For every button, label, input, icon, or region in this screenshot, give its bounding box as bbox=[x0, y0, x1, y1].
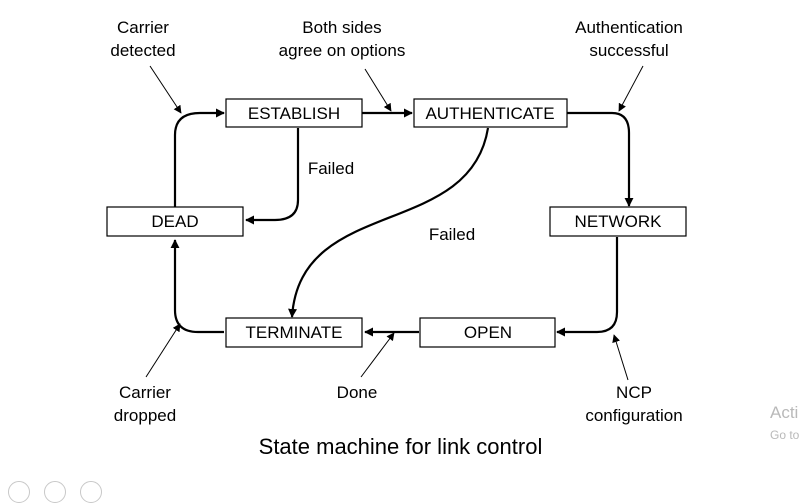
transition-establish-failed-to-dead bbox=[245, 128, 300, 225]
dock-button-2[interactable] bbox=[44, 481, 66, 503]
annotation-done: Done bbox=[337, 383, 378, 402]
dock-button-1[interactable] bbox=[8, 481, 30, 503]
state-terminate: TERMINATE bbox=[225, 317, 363, 348]
annotation-ncp-configuration: NCP configuration bbox=[585, 383, 682, 425]
annotation-carrier-dropped: Carrier dropped bbox=[114, 383, 176, 425]
annotation-auth-successful: Authentication successful bbox=[575, 18, 683, 60]
annotation-both-sides-agree: Both sides agree on options bbox=[279, 18, 406, 60]
svg-text:detected: detected bbox=[110, 41, 175, 60]
transition-dead-to-establish bbox=[173, 108, 225, 208]
annotation-failed-authenticate: Failed bbox=[429, 225, 475, 244]
svg-text:agree on options: agree on options bbox=[279, 41, 406, 60]
transition-terminate-to-dead bbox=[170, 239, 224, 334]
annotation-pointers bbox=[145, 65, 644, 381]
svg-text:Carrier: Carrier bbox=[119, 383, 171, 402]
annotation-carrier-detected: Carrier detected bbox=[110, 18, 175, 60]
state-open: OPEN bbox=[419, 317, 556, 348]
transition-authenticate-failed-to-terminate bbox=[288, 127, 490, 318]
pointer-both-sides-agree bbox=[364, 68, 392, 112]
svg-text:OPEN: OPEN bbox=[464, 323, 512, 342]
state-network: NETWORK bbox=[549, 206, 687, 237]
svg-text:Both sides: Both sides bbox=[302, 18, 381, 37]
state-dead: DEAD bbox=[106, 206, 244, 237]
dock-button-3[interactable] bbox=[80, 481, 102, 503]
svg-text:ESTABLISH: ESTABLISH bbox=[248, 104, 340, 123]
transition-authenticate-to-network bbox=[567, 111, 634, 207]
transition-network-to-open bbox=[556, 237, 619, 337]
pointer-carrier-detected bbox=[149, 65, 182, 114]
link-control-state-diagram: ESTABLISH AUTHENTICATE DEAD NETWORK TERM… bbox=[106, 18, 687, 425]
svg-text:NETWORK: NETWORK bbox=[575, 212, 663, 231]
transitions bbox=[170, 108, 634, 337]
svg-text:DEAD: DEAD bbox=[151, 212, 198, 231]
state-establish: ESTABLISH bbox=[225, 98, 363, 128]
pointer-ncp-configuration bbox=[612, 334, 629, 381]
state-authenticate: AUTHENTICATE bbox=[413, 98, 568, 128]
svg-text:AUTHENTICATE: AUTHENTICATE bbox=[425, 104, 554, 123]
diagram-caption: State machine for link control bbox=[258, 434, 543, 459]
svg-text:Carrier: Carrier bbox=[117, 18, 169, 37]
annotation-failed-establish: Failed bbox=[308, 159, 354, 178]
pointer-carrier-dropped bbox=[145, 323, 181, 378]
pointer-auth-successful bbox=[618, 65, 644, 112]
svg-text:configuration: configuration bbox=[585, 406, 682, 425]
svg-text:successful: successful bbox=[589, 41, 668, 60]
pointer-done bbox=[360, 332, 395, 378]
svg-text:Authentication: Authentication bbox=[575, 18, 683, 37]
svg-text:NCP: NCP bbox=[616, 383, 652, 402]
activation-watermark-subtitle: Go to bbox=[770, 428, 800, 442]
svg-text:dropped: dropped bbox=[114, 406, 176, 425]
svg-text:TERMINATE: TERMINATE bbox=[246, 323, 343, 342]
activation-watermark-title: Acti bbox=[770, 403, 799, 422]
